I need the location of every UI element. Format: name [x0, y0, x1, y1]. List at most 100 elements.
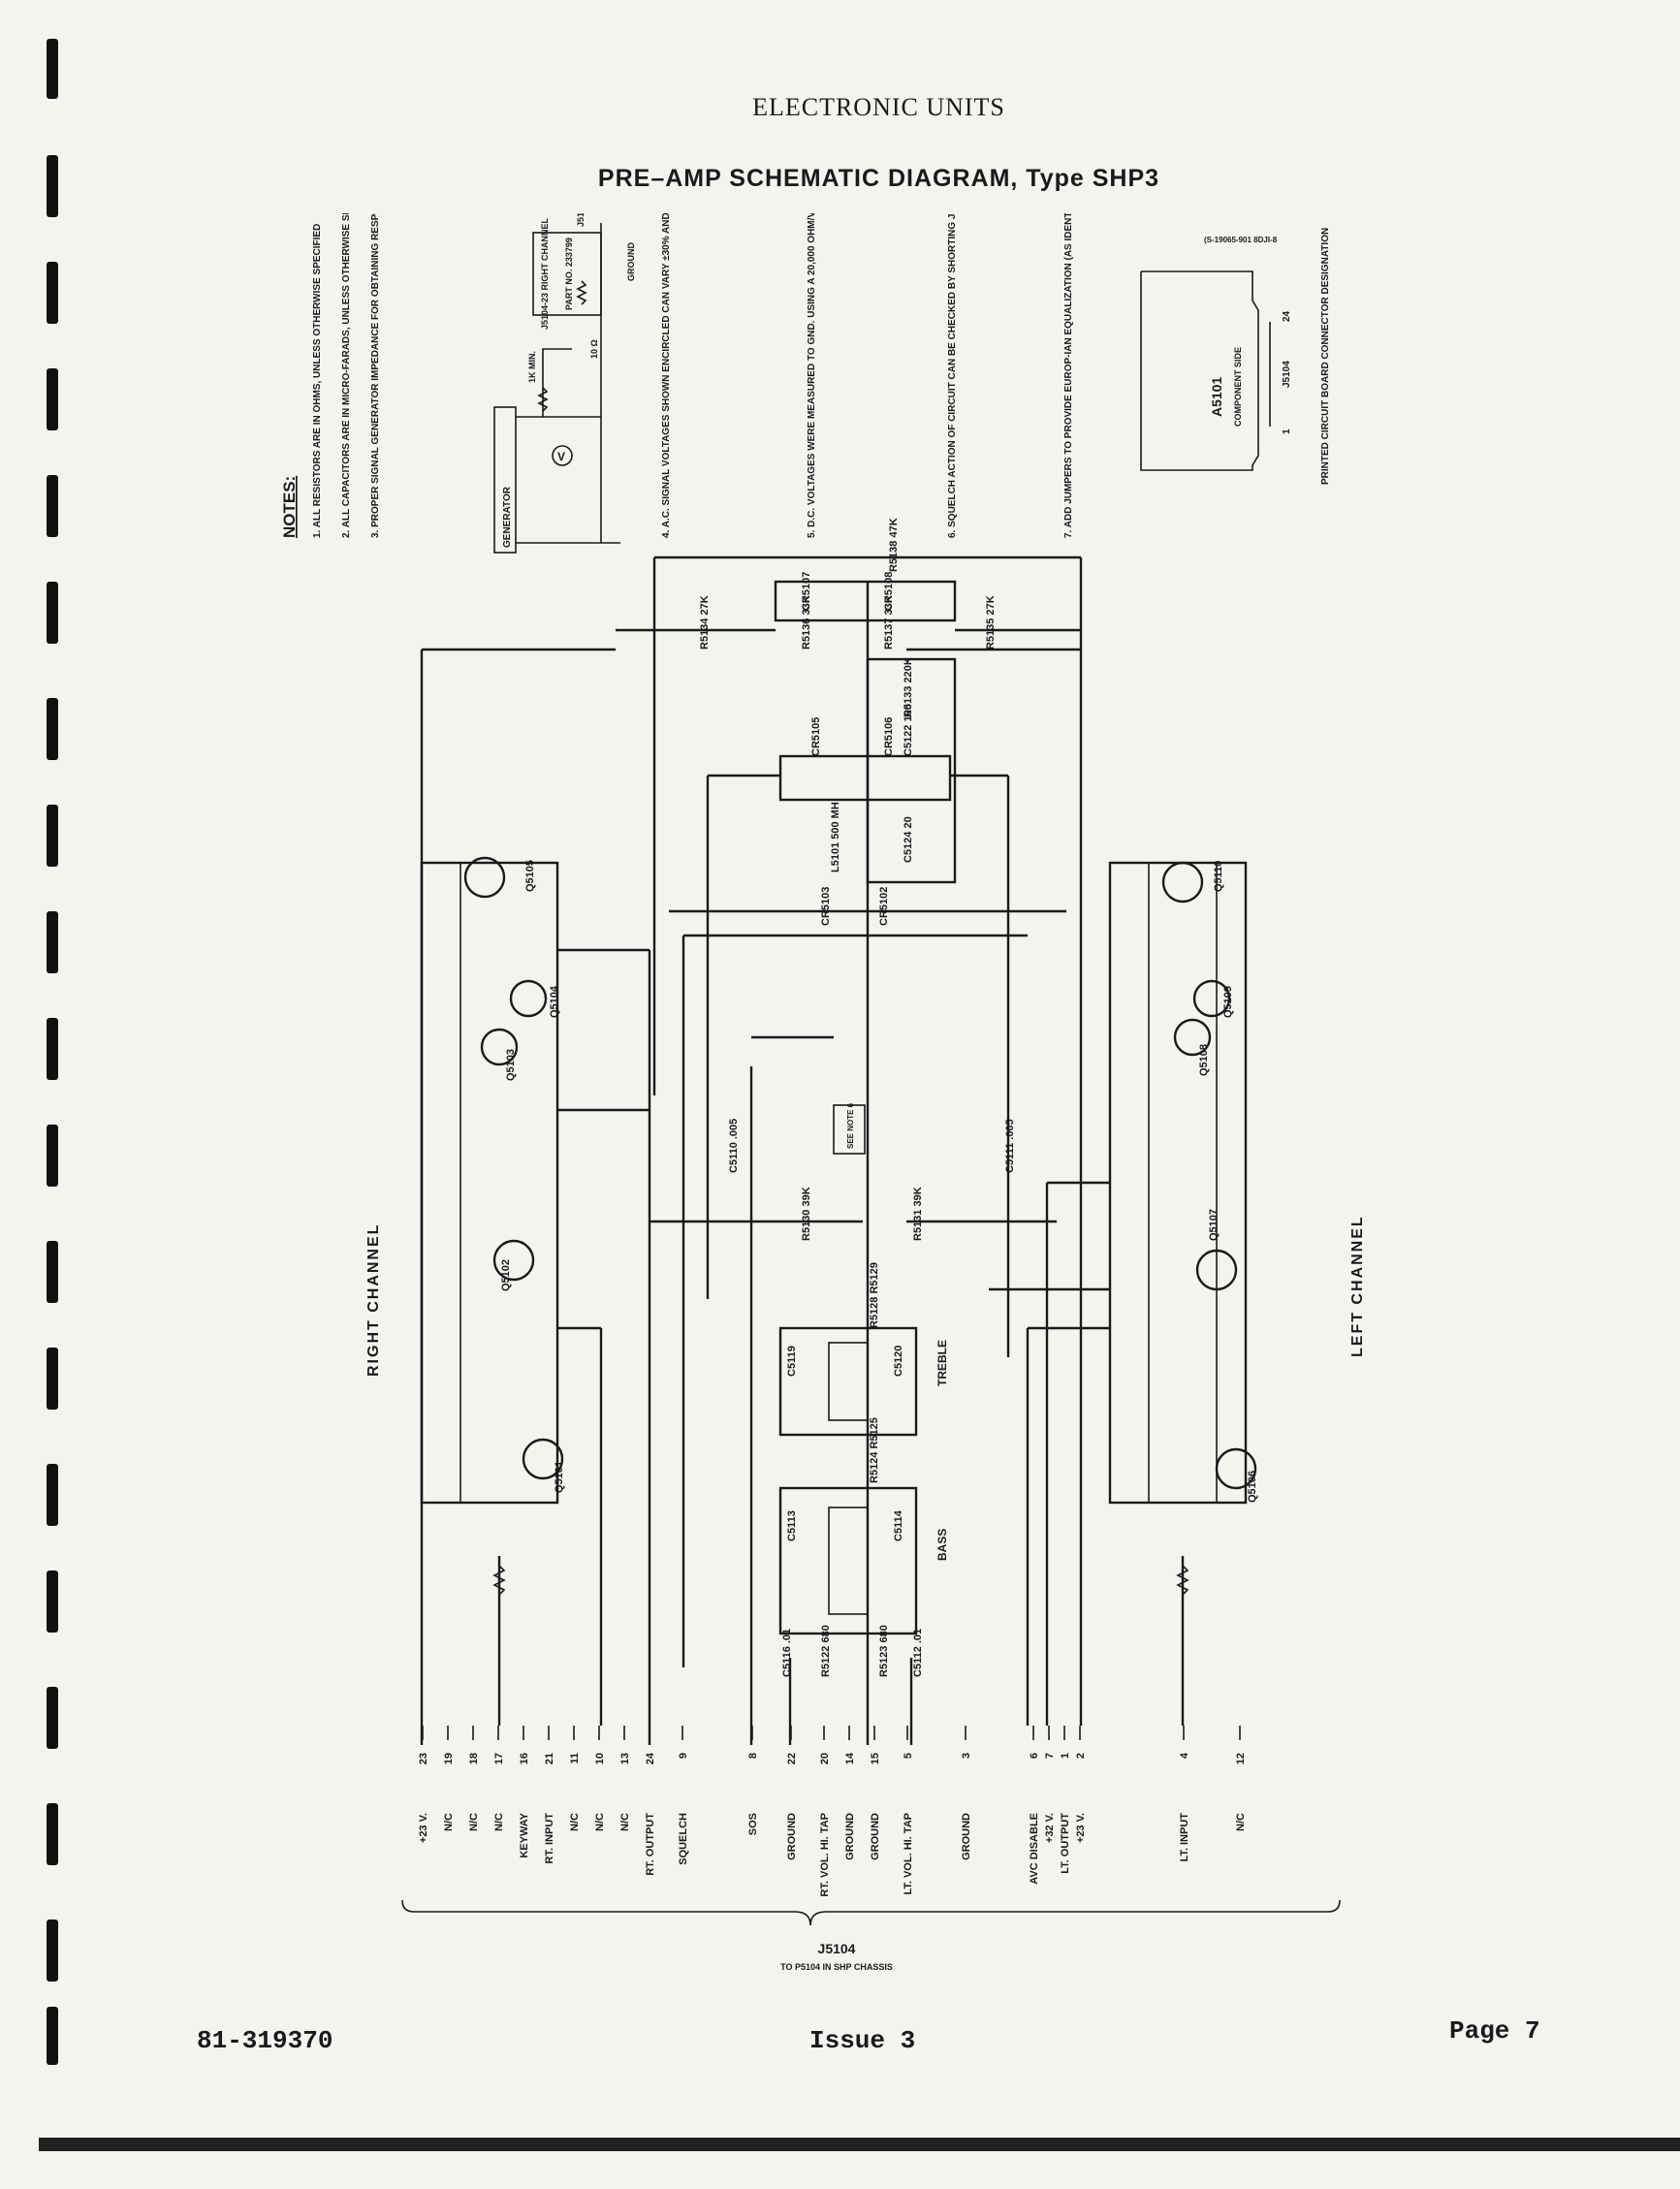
pin-number: 18 — [468, 1753, 480, 1764]
part-label: C5119 — [786, 1346, 798, 1377]
part-label: R5133 220K — [903, 657, 914, 717]
pin-number: 8 — [747, 1753, 759, 1759]
binder-mark — [47, 805, 58, 867]
binder-mark — [47, 1570, 58, 1633]
pin-label: GROUND — [870, 1813, 881, 1860]
pin-label: N/C — [468, 1813, 480, 1831]
generator-setup: GENERATOR 1K MIN. V PART NO. 233799 10 Ω… — [493, 213, 636, 554]
pin-label: RT. VOL. HI. TAP — [819, 1813, 831, 1897]
connector-brace — [401, 1899, 1341, 1926]
binder-mark — [47, 1125, 58, 1187]
part-label: C5113 — [786, 1510, 798, 1541]
pin-label: LT. INPUT — [1179, 1813, 1190, 1862]
part-label: C5110 .005 — [728, 1119, 740, 1173]
part-label: L5101 500 MH — [830, 802, 841, 872]
part-label: R5122 680 — [820, 1625, 832, 1677]
left-channel-lead: J5104-4 LEFT CHANNEL — [576, 213, 586, 227]
pin-number: 23 — [418, 1753, 429, 1764]
part-label: R5138 47K — [888, 518, 900, 572]
pin-label: N/C — [619, 1813, 631, 1831]
binder-mark — [47, 1018, 58, 1080]
binder-mark — [47, 1464, 58, 1526]
part-label: CR5106 — [883, 717, 895, 756]
pin-number: 2 — [1075, 1753, 1087, 1759]
binder-mark — [47, 2007, 58, 2065]
pin-number: 1 — [1060, 1753, 1071, 1759]
switch-note: SEE NOTE 6 — [846, 1102, 855, 1149]
center-part-labels: R5138 47K CR5107 CR5108 R5136 33K R5137 … — [699, 518, 1016, 1677]
binder-mark — [47, 1687, 58, 1749]
connector-pin-1: 1 — [1282, 428, 1292, 434]
board-side: COMPONENT SIDE — [1233, 347, 1243, 427]
q5108-label: Q5108 — [1198, 1044, 1210, 1076]
pin-label: LT. OUTPUT — [1060, 1813, 1071, 1874]
connector-ref: J5104 — [1282, 361, 1292, 388]
treble-label: TREBLE — [935, 1340, 949, 1386]
section-heading: ELECTRONIC UNITS — [752, 93, 1005, 121]
part-label: R5124 R5125 — [869, 1417, 880, 1483]
part-no-label: PART NO. 233799 — [564, 238, 574, 310]
part-label: R5134 27K — [699, 595, 711, 650]
right-channel-label: RIGHT CHANNEL — [365, 1223, 382, 1377]
connector-label: J5104 — [818, 1941, 856, 1956]
bottom-edge-bar — [39, 2138, 1680, 2151]
pin-label: GROUND — [786, 1813, 798, 1860]
part-label: CR5107 — [801, 572, 812, 611]
pin-number: 10 — [594, 1753, 606, 1764]
part-label: R5128 R5129 — [869, 1262, 880, 1328]
binder-mark — [47, 1241, 58, 1303]
pin-number: 7 — [1044, 1753, 1056, 1759]
part-label: C5116 .01 — [781, 1629, 793, 1677]
transistor-q5106 — [1215, 1447, 1257, 1490]
pin-number: 24 — [645, 1752, 656, 1764]
left-channel-circuit — [906, 648, 1248, 1726]
pin-label: KEYWAY — [519, 1812, 530, 1857]
binder-mark — [47, 911, 58, 973]
part-label: C5122 100 — [903, 704, 914, 756]
pin-number: 4 — [1179, 1752, 1190, 1759]
ohm-label: 10 Ω — [589, 339, 599, 359]
pin-number: 6 — [1029, 1753, 1040, 1759]
pin-label: LT. VOL. HI. TAP — [903, 1813, 914, 1895]
part-label: R5130 39K — [801, 1187, 812, 1241]
binder-mark — [47, 368, 58, 430]
pin-number: 21 — [544, 1753, 555, 1764]
pin-label: N/C — [569, 1813, 581, 1831]
q5106-label: Q5106 — [1247, 1471, 1258, 1503]
binder-mark — [47, 698, 58, 760]
ground-lead: GROUND — [626, 242, 636, 281]
part-label: C5124 20 — [903, 816, 914, 863]
q5107-label: Q5107 — [1208, 1209, 1220, 1241]
left-channel-label: LEFT CHANNEL — [1349, 1215, 1366, 1357]
pin-number: 22 — [786, 1753, 798, 1764]
pin-label: GROUND — [961, 1813, 972, 1860]
page-number: Page 7 — [1449, 2016, 1540, 2046]
notes-heading: NOTES: — [280, 476, 299, 538]
part-label: R5123 680 — [878, 1625, 890, 1677]
binder-mark — [47, 582, 58, 644]
note-2: 2. ALL CAPACITORS ARE IN MICRO-FARADS, U… — [341, 213, 352, 538]
note-3: 3. PROPER SIGNAL GENERATOR IMPEDANCE FOR… — [370, 213, 381, 538]
schematic-diagram: NOTES: 1. ALL RESISTORS ARE IN OHMS, UNL… — [280, 213, 1366, 1972]
generator-label: GENERATOR — [502, 486, 513, 548]
part-label: CR5103 — [820, 887, 832, 926]
pin-number: 3 — [961, 1753, 972, 1759]
connector-note: TO P5104 IN SHP CHASSIS — [780, 1962, 893, 1972]
board-ref-code: (S-19065-901 8DJI-8 — [1204, 236, 1278, 244]
part-label: CR5108 — [883, 572, 895, 611]
part-label: R5131 39K — [912, 1187, 924, 1241]
q5109-label: Q5109 — [1222, 986, 1234, 1018]
pin-number: 15 — [870, 1753, 881, 1764]
transistor-q5101 — [522, 1438, 564, 1480]
pin-label: +23 V. — [1075, 1813, 1087, 1843]
transistor-q5103 — [480, 1028, 519, 1066]
transistor-q5105 — [463, 856, 506, 899]
transistor-q5104 — [509, 979, 548, 1018]
note-4: 4. A.C. SIGNAL VOLTAGES SHOWN ENCIRCLED … — [661, 213, 672, 538]
note-6: 6. SQUELCH ACTION OF CIRCUIT CAN BE CHEC… — [947, 213, 958, 538]
document-number: 81-319370 — [197, 2026, 333, 2055]
issue-label: Issue 3 — [809, 2026, 916, 2055]
binder-mark — [47, 155, 58, 217]
pin-label: +32 V. — [1044, 1813, 1056, 1843]
note-1: 1. ALL RESISTORS ARE IN OHMS, UNLESS OTH… — [312, 224, 323, 538]
